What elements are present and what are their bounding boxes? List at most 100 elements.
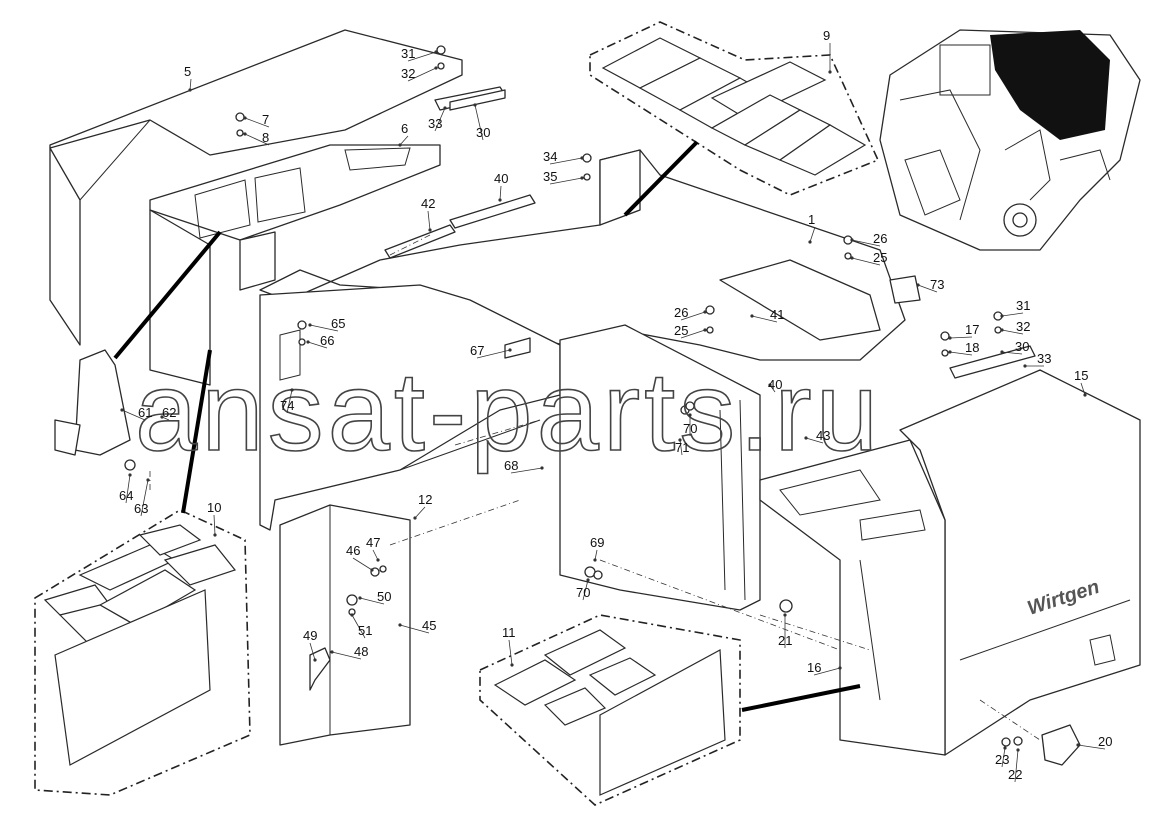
callout-40: 40: [768, 377, 782, 392]
callout-12: 12: [418, 492, 432, 507]
callout-23: 23: [995, 752, 1009, 767]
callout-leader-64: [125, 474, 131, 504]
part-center-bracket-panel: [559, 324, 761, 611]
callout-leader-31: [407, 51, 437, 62]
part-10-left-pads: [34, 509, 251, 796]
callout-dot-34: [580, 156, 584, 160]
callout-9: 9: [823, 28, 830, 43]
callout-leader-30: [474, 104, 484, 141]
callout-33: 33: [428, 116, 442, 131]
callout-leader-1: [809, 226, 816, 243]
callout-dot-16: [838, 666, 842, 670]
callout-62: 62: [162, 405, 176, 420]
callout-34: 34: [543, 149, 557, 164]
callout-dot-68: [540, 466, 544, 470]
callout-dot-50: [358, 596, 362, 600]
callout-51: 51: [358, 623, 372, 638]
callout-leader-34: [549, 157, 583, 165]
callout-leader-48: [331, 651, 362, 660]
callout-dot-46: [370, 568, 374, 572]
callout-dot-10: [213, 533, 217, 537]
callout-leader-25: [851, 257, 881, 266]
callout-74: 74: [280, 398, 294, 413]
callout-17: 17: [965, 322, 979, 337]
callout-dot-15: [1083, 393, 1087, 397]
part-15-right-panel: Wirtgen: [899, 369, 1141, 756]
callout-dot-12: [413, 516, 417, 520]
callout-dot-6: [398, 143, 402, 147]
callout-leader-30: [1001, 351, 1023, 355]
callout-leader-43: [805, 437, 824, 444]
callout-dot-30: [1000, 350, 1004, 354]
callout-dot-18: [948, 350, 952, 354]
callout-5: 5: [184, 64, 191, 79]
callout-leader-25: [680, 329, 706, 339]
part-12-door-panel: [279, 504, 411, 746]
callout-48: 48: [354, 644, 368, 659]
callout-dot-7: [243, 116, 247, 120]
callout-dot-64: [128, 473, 132, 477]
callout-dot-73: [916, 283, 920, 287]
callout-67: 67: [470, 343, 484, 358]
leader-lines: [149, 234, 1041, 741]
callout-leader-69: [594, 549, 598, 561]
callout-22: 22: [1008, 767, 1022, 782]
callout-32: 32: [1016, 319, 1030, 334]
callout-dot-47: [376, 558, 380, 562]
callout-dot-62: [160, 415, 164, 419]
callout-leader-47: [372, 549, 379, 561]
callout-leader-26: [680, 311, 706, 321]
callout-dot-70: [586, 578, 590, 582]
callout-dot-69: [593, 558, 597, 562]
callout-leader-11: [508, 639, 513, 666]
callout-leader-26: [851, 239, 881, 247]
callout-leader-15: [1080, 382, 1086, 396]
callout-dot-26: [703, 310, 707, 314]
callout-dot-48: [330, 650, 334, 654]
callout-leader-22: [1014, 749, 1019, 783]
callout-leader-71: [679, 439, 683, 456]
callout-49: 49: [303, 628, 317, 643]
callout-70: 70: [576, 585, 590, 600]
callout-dot-11: [510, 663, 514, 667]
callout-dot-61: [120, 408, 124, 412]
callout-40: 40: [494, 171, 508, 186]
callout-dot-67: [508, 348, 512, 352]
callout-leader-23: [1001, 747, 1006, 768]
part-61-62-bracket: [54, 349, 131, 456]
indicator-arrows: [113, 140, 861, 712]
callout-26: 26: [873, 231, 887, 246]
part-5-upper-cover: [49, 29, 463, 346]
callout-leader-49: [309, 642, 316, 661]
callout-leader-70: [582, 579, 589, 601]
callout-dot-23: [1003, 746, 1007, 750]
callout-leader-7: [244, 117, 270, 128]
callout-leader-66: [307, 341, 328, 349]
callout-71: 71: [675, 440, 689, 455]
callout-leader-68: [510, 467, 543, 474]
callout-42: 42: [421, 196, 435, 211]
callout-10: 10: [207, 500, 221, 515]
callout-dot-42: [428, 228, 432, 232]
callout-45: 45: [422, 618, 436, 633]
callout-dot-66: [306, 340, 310, 344]
watermark-text: ansat-parts.ru: [135, 349, 882, 474]
callout-18: 18: [965, 340, 979, 355]
callout-leader-63: [140, 479, 149, 517]
callout-leader-46: [352, 557, 373, 571]
callout-46: 46: [346, 543, 360, 558]
callout-leader-35: [549, 177, 583, 185]
callout-dot-33: [443, 106, 447, 110]
part-11-bottom-pads: [479, 614, 741, 806]
callout-66: 66: [320, 333, 334, 348]
callout-leader-45: [399, 624, 430, 634]
callout-leader-40: [499, 185, 502, 201]
callout-dot-40: [768, 383, 772, 387]
callout-dot-43: [804, 436, 808, 440]
callout-leader-20: [1077, 744, 1106, 750]
callout-leader-41: [751, 315, 778, 323]
callout-64: 64: [119, 488, 133, 503]
callout-dot-21: [783, 613, 787, 617]
